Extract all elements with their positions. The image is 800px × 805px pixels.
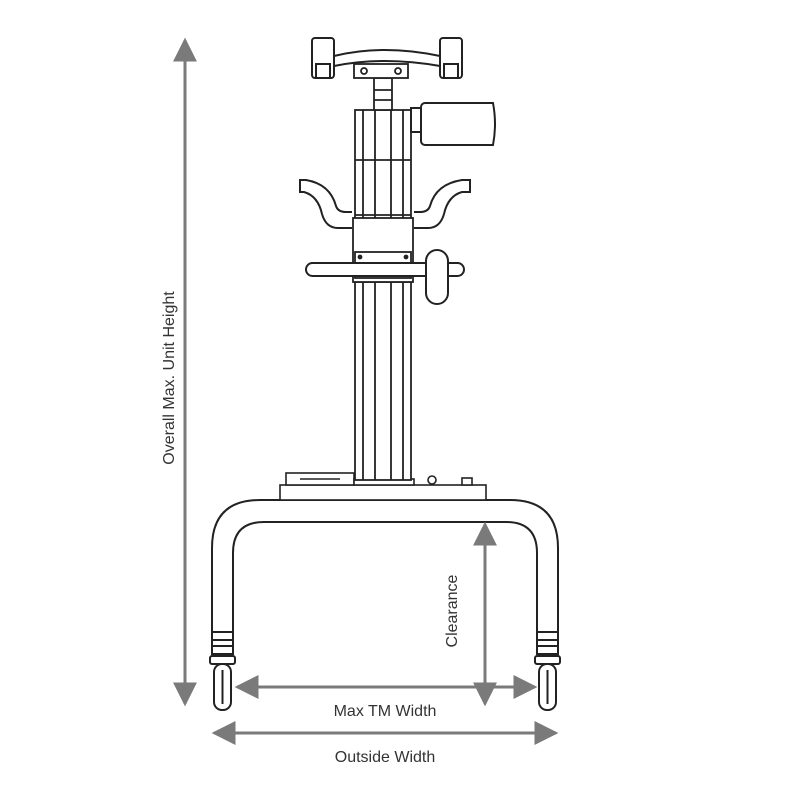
upper-handles (299, 179, 471, 229)
lower-handle-bar (305, 249, 465, 305)
mast (354, 109, 412, 481)
right-caster (534, 631, 561, 711)
control-handset (410, 102, 496, 146)
dimension-lines (173, 37, 559, 745)
base-frame (211, 499, 559, 632)
outside-width-label: Outside Width (334, 749, 436, 766)
left-caster (209, 631, 236, 711)
max-tm-width-label: Max TM Width (333, 703, 437, 720)
base-plate (279, 472, 487, 501)
spreader-bar (311, 37, 463, 79)
overall-height-label: Overall Max. Unit Height (161, 291, 178, 465)
swivel-post (353, 63, 409, 111)
clearance-label: Clearance (444, 574, 461, 648)
